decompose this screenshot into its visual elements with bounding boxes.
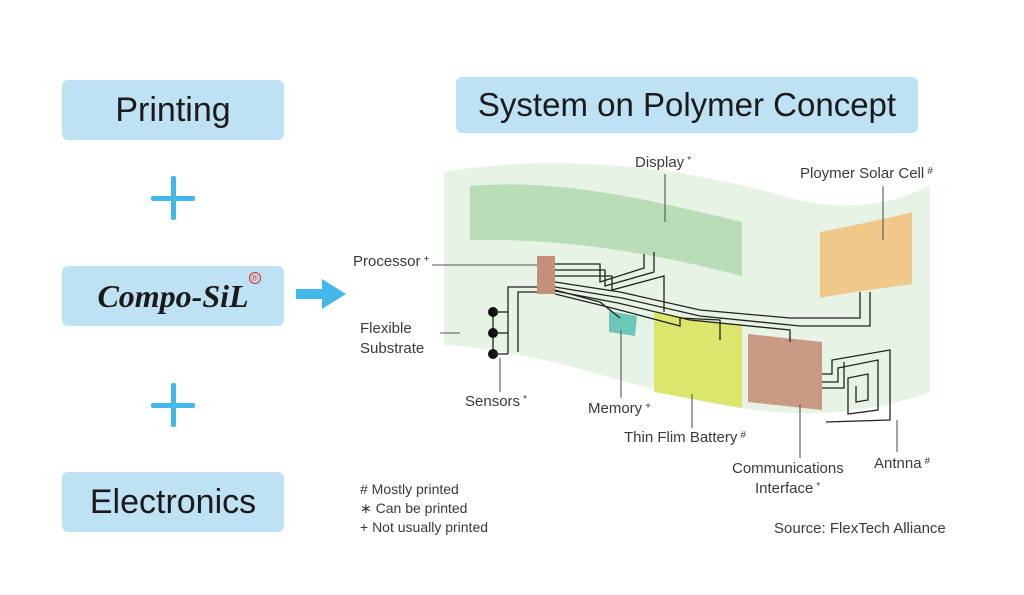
diagram-title-box: System on Polymer Concept	[456, 77, 918, 133]
memory-label: Memory+	[588, 400, 651, 417]
solar-cell-label: Ploymer Solar Cell#	[800, 165, 933, 182]
communications-label: Communications	[732, 460, 844, 477]
processor-chip	[537, 256, 555, 294]
substrate-label: Substrate	[360, 340, 424, 357]
legend-not-usually-printed: + Not usually printed	[360, 519, 488, 535]
battery-label: Thin Flim Battery#	[624, 429, 746, 446]
sensors-group	[488, 307, 508, 359]
processor-label: Processor+	[353, 253, 430, 270]
circuit-wires	[507, 252, 891, 423]
flexible-label: Flexible	[360, 320, 412, 337]
electronics-label: Electronics	[89, 482, 257, 521]
compo-sil-logo-box: Compo-SiL ®	[62, 266, 284, 326]
interface-label: Interface*	[755, 480, 820, 497]
communications-interface-block	[748, 334, 822, 410]
legend-can-be-printed: ∗ Can be printed	[360, 500, 467, 516]
electronics-box: Electronics	[62, 472, 284, 532]
printing-box: Printing	[62, 80, 284, 140]
compo-sil-logo: Compo-SiL ®	[97, 271, 261, 315]
solar-cell-block	[820, 212, 912, 298]
compo-sil-logo-text: Compo-SiL	[97, 277, 249, 314]
diagram-title: System on Polymer Concept	[477, 86, 897, 123]
right-arrow-icon	[296, 279, 346, 309]
printing-label: Printing	[115, 90, 231, 129]
display-block	[470, 184, 742, 276]
legend-mostly-printed: # Mostly printed	[360, 481, 459, 497]
memory-chip	[609, 311, 637, 336]
source-credit: Source: FlexTech Alliance	[774, 520, 946, 537]
battery-block	[654, 312, 742, 408]
sensors-label: Sensors*	[465, 393, 527, 410]
plus-icon	[151, 383, 195, 427]
display-label: Display*	[635, 154, 691, 171]
registered-mark: ®	[248, 271, 261, 284]
plus-icon	[151, 176, 195, 220]
antenna-label: Antnna#	[874, 455, 931, 472]
label-pointers	[432, 174, 898, 458]
